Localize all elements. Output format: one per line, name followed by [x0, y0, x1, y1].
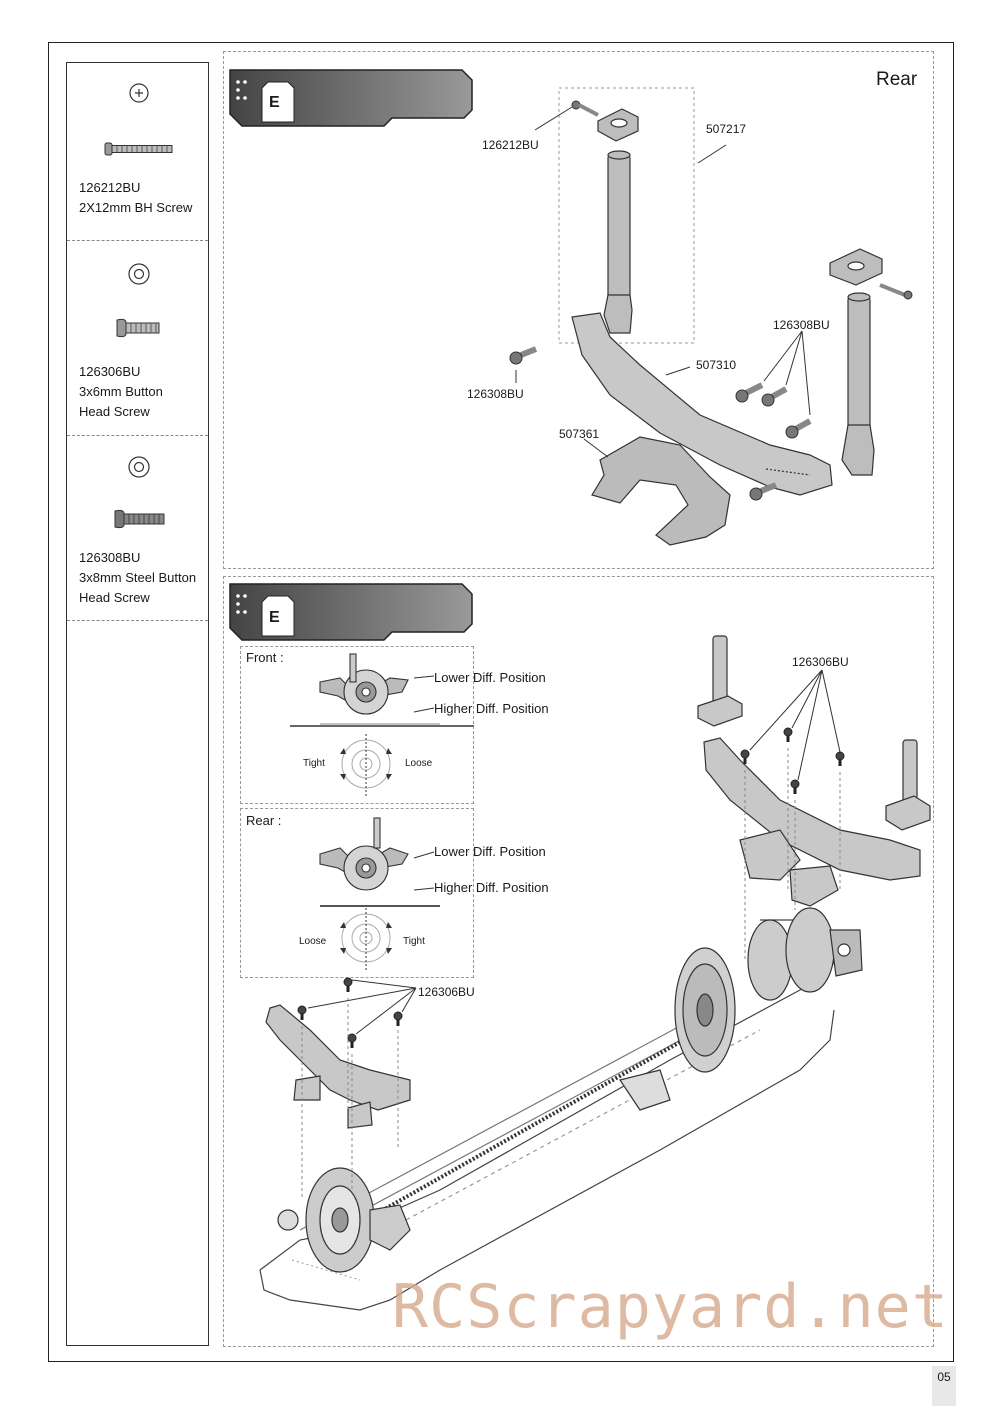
callout-126212BU: 126212BU: [482, 138, 539, 152]
callout-126306BU-front: 126306BU: [418, 985, 475, 999]
rear-body-post-exploded-diagram: [509, 87, 913, 546]
rear-diff-assembly: [619, 907, 863, 1111]
body-post-mount: [597, 108, 639, 142]
body-post-screw: [571, 100, 599, 117]
body-post-right: [829, 248, 883, 476]
screw-side-view-icon: [116, 318, 160, 338]
leader-lines: [307, 669, 841, 1035]
part-label: 126308BU 3x8mm Steel Button Head Screw: [79, 550, 197, 605]
button-head-screws: [297, 727, 845, 1048]
rear-mount-bracket: [591, 436, 731, 546]
step-panel-rear-body-post: [223, 51, 934, 569]
bag-header: [229, 583, 473, 641]
part-cell: 126308BU 3x8mm Steel Button Head Screw: [67, 435, 208, 621]
exploded-group-box: [558, 87, 695, 344]
rear-right-direction-label: Tight: [403, 936, 425, 947]
spur-gear: [674, 947, 736, 1073]
button-head-screws: [509, 283, 913, 501]
rear-left-direction-label: Loose: [299, 936, 327, 947]
part-label: 126212BU 2X12mm BH Screw: [79, 180, 193, 215]
callout-507361: 507361: [559, 427, 600, 441]
bag-letter: E: [269, 609, 280, 626]
rear-body-mount-assembly: [697, 635, 931, 907]
rear-heading: Rear :: [246, 813, 282, 828]
rear-higher-diff-label: Higher Diff. Position: [434, 880, 549, 895]
watermark: RCScrapyard.net: [392, 1272, 949, 1342]
part-cell: 126306BU 3x6mm Button Head Screw: [67, 240, 208, 436]
rear-diff-box: [240, 808, 474, 978]
screw-top-view-icon: [128, 263, 150, 285]
screw-top-view-icon: [129, 83, 149, 103]
bag-letter: E: [269, 94, 280, 111]
chassis-assembly-diagram: [259, 635, 931, 1311]
front-diff-diagram: [290, 653, 474, 796]
callout-126308BU-right: 126308BU: [773, 318, 830, 332]
rear-lower-diff-label: Lower Diff. Position: [434, 844, 546, 859]
callout-126308BU-left: 126308BU: [467, 387, 524, 401]
part-label: 126306BU 3x6mm Button Head Screw: [79, 364, 163, 419]
assembly-guide-lines: [301, 748, 841, 1200]
section-title: Rear: [876, 69, 918, 90]
bag-header: [229, 69, 473, 127]
rear-body-mount-plate: [571, 312, 833, 496]
front-higher-diff-label: Higher Diff. Position: [434, 701, 549, 716]
front-lower-diff-label: Lower Diff. Position: [434, 670, 546, 685]
page-number: 05: [932, 1366, 956, 1406]
callout-507310: 507310: [696, 358, 737, 372]
parts-column: 126212BU 2X12mm BH Screw 126306BU 3x6mm …: [66, 62, 209, 1346]
front-right-direction-label: Loose: [405, 758, 433, 769]
front-heading: Front :: [246, 650, 284, 665]
screw-side-view-icon: [104, 142, 173, 156]
rear-diff-diagram: [319, 817, 440, 970]
callout-507217: 507217: [706, 122, 747, 136]
part-cell: 126212BU 2X12mm BH Screw: [67, 63, 208, 241]
screw-side-view-icon: [114, 509, 165, 529]
body-post-left: [603, 150, 633, 334]
belt: [329, 1023, 711, 1242]
screw-top-view-icon: [128, 456, 150, 478]
front-body-mount: [265, 1004, 411, 1129]
page-frame: [48, 42, 954, 1362]
front-bulkhead: [277, 1167, 411, 1273]
callout-126306BU-rear: 126306BU: [792, 655, 849, 669]
leader-lines: [515, 106, 811, 458]
step-panel-diff-position: [223, 576, 934, 1347]
front-left-direction-label: Tight: [303, 758, 325, 769]
